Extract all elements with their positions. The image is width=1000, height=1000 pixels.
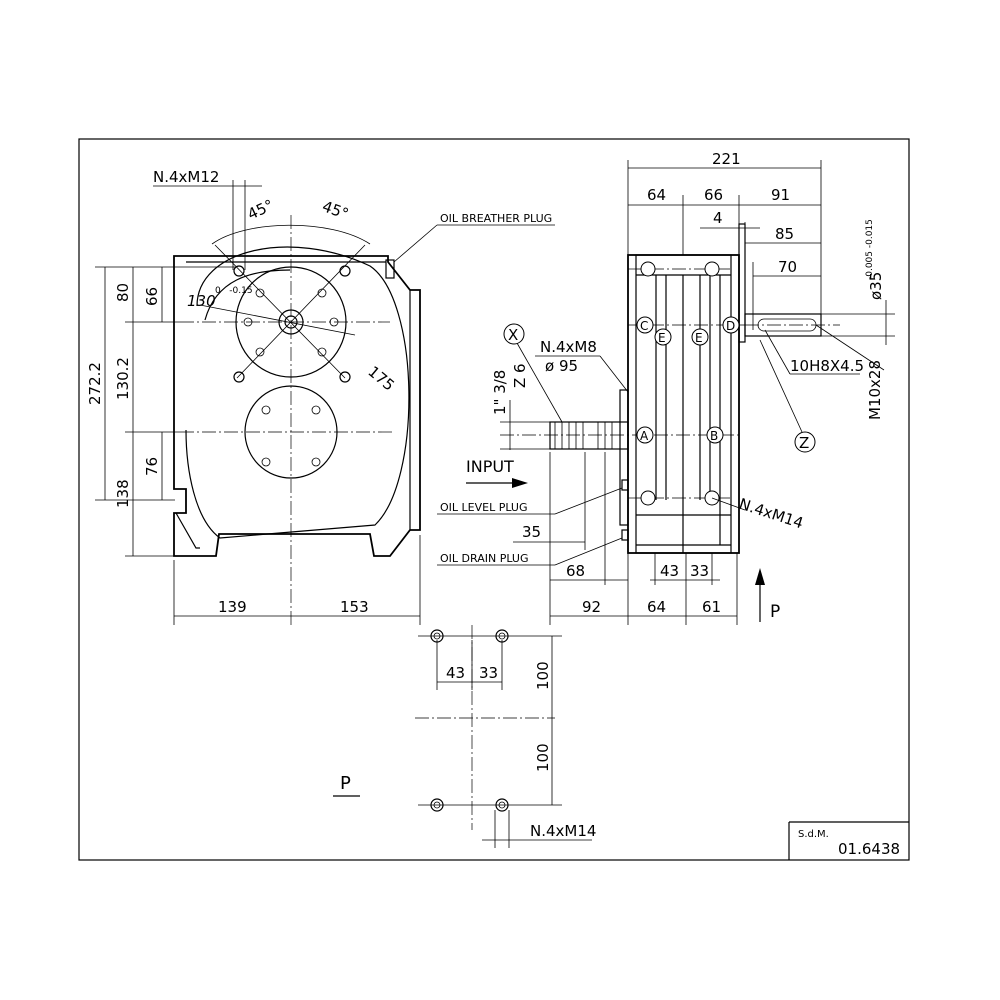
base-61-dim: 61 (702, 598, 721, 616)
foot-pattern-view: 43 33 100 100 N.4xM14 (415, 625, 596, 848)
shaft-tol-dim: -0.005 -0.015 (865, 219, 875, 280)
title-block-label: S.d.M. (798, 829, 829, 840)
foot-43-dim: 43 (446, 664, 465, 682)
bubble-x: X (508, 326, 518, 344)
pipe-b-label: Z 6 (511, 363, 529, 388)
angle-left: 45° (245, 196, 277, 224)
shaft-85-dim: 85 (775, 225, 794, 243)
input-dia-label: ø 95 (545, 357, 578, 375)
height-top-inner-dim: 66 (143, 287, 161, 306)
bubble-z: Z (799, 434, 809, 452)
dist-68-dim: 68 (566, 562, 585, 580)
dist-35-dim: 35 (522, 523, 541, 541)
height-bottom-inner-dim: 76 (143, 457, 161, 476)
drawing-number: 01.6438 (838, 840, 900, 858)
bolt-flange-label: N.4xM8 (540, 338, 597, 356)
width-left-dim: 139 (218, 598, 247, 616)
drawing-frame (78, 138, 910, 861)
view-p-arrow-label: P (770, 602, 780, 622)
width-right-dim: 153 (340, 598, 369, 616)
bot-43-dim: 43 (660, 562, 679, 580)
pos-b: B (710, 429, 718, 443)
bolt-side-label: N.4xM14 (737, 495, 806, 533)
shaft-70-dim: 70 (778, 258, 797, 276)
base-64-dim: 64 (647, 598, 666, 616)
pos-e2: E (695, 331, 703, 345)
side-total-dim: 221 (712, 150, 741, 168)
key-dim: 10H8X4.5 (790, 357, 864, 375)
side-view: 221 64 66 91 4 85 70 ø35 (437, 150, 895, 625)
front-view: OIL BREATHER PLUG N.4xM12 45° 45° 0 -0.1… (86, 168, 555, 797)
pos-d: D (726, 319, 735, 333)
view-arrow-icon (755, 568, 765, 585)
side-gap-dim: 4 (713, 209, 723, 227)
foot-100-a-dim: 100 (534, 661, 552, 690)
side-c-dim: 91 (771, 186, 790, 204)
foot-33-dim: 33 (479, 664, 498, 682)
oil-drain-label: OIL DRAIN PLUG (440, 552, 528, 565)
shaft-dia-dim: ø35 (867, 272, 885, 300)
flange-dia-dim: 175 (364, 362, 398, 394)
title-block: S.d.M. 01.6438 (788, 821, 909, 860)
pos-c: C (640, 319, 648, 333)
side-b-dim: 66 (704, 186, 723, 204)
oil-breather-label: OIL BREATHER PLUG (440, 212, 552, 225)
bolt-foot-label: N.4xM14 (530, 822, 596, 840)
pos-e1: E (658, 331, 666, 345)
bolt-top-label: N.4xM12 (153, 168, 219, 186)
bot-33-dim: 33 (690, 562, 709, 580)
height-mid-dim: 130.2 (114, 357, 132, 400)
angle-right: 45° (320, 197, 351, 223)
pos-a: A (640, 429, 649, 443)
side-a-dim: 64 (647, 186, 666, 204)
height-total-dim: 272.2 (86, 362, 104, 405)
bolt-circle-tol: 0 -0.15 (215, 286, 253, 296)
thread-dim: M10x28 (866, 360, 884, 420)
height-top-dim: 80 (114, 283, 132, 302)
oil-level-label: OIL LEVEL PLUG (440, 501, 528, 514)
pipe-a-label: 1" 3/8 (491, 370, 509, 415)
foot-100-b-dim: 100 (534, 743, 552, 772)
view-p-label: P (340, 773, 351, 794)
input-label: INPUT (466, 457, 514, 476)
base-92-dim: 92 (582, 598, 601, 616)
input-arrow-icon (512, 478, 528, 488)
height-bottom-dim: 138 (114, 479, 132, 508)
bolt-circle-dim: 130 (187, 292, 216, 310)
